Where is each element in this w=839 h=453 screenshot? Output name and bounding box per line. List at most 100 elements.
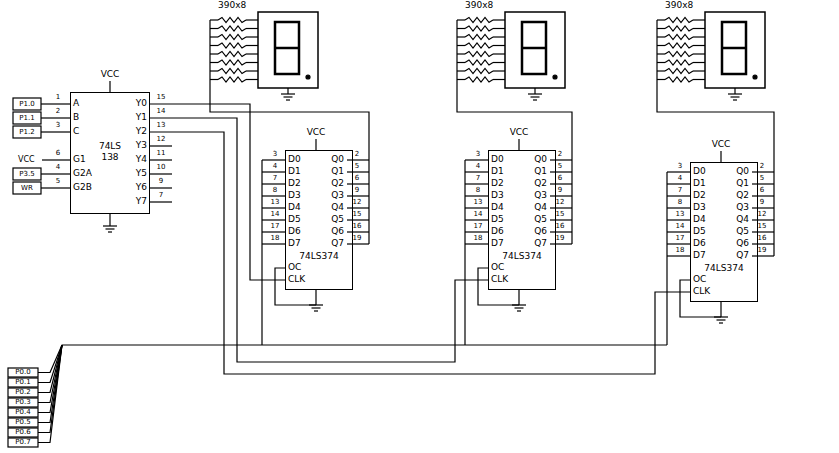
pin-number: 9 bbox=[760, 199, 764, 206]
pin-name: D5 bbox=[693, 227, 706, 236]
output-wire bbox=[752, 231, 774, 232]
output-wire bbox=[550, 207, 572, 208]
resistor-symbol bbox=[665, 35, 693, 40]
pin-name: G2A bbox=[73, 169, 92, 178]
segment-wire bbox=[210, 70, 218, 71]
ground-symbol bbox=[281, 93, 295, 94]
data-wire bbox=[465, 171, 488, 172]
segment-bus bbox=[210, 20, 369, 244]
data-wire bbox=[465, 159, 488, 160]
ground-symbol bbox=[714, 316, 728, 317]
segment-wire bbox=[693, 53, 705, 54]
segment-wire bbox=[693, 45, 705, 46]
pin-name: Q3 bbox=[534, 191, 547, 200]
signal-tag-box bbox=[13, 112, 41, 124]
resistor-symbol bbox=[665, 43, 693, 48]
pin-name: D2 bbox=[288, 179, 301, 188]
output-wire bbox=[347, 159, 369, 160]
pin-name: Q4 bbox=[331, 203, 344, 212]
signal-name: P3.5 bbox=[19, 171, 34, 178]
resistor-symbol bbox=[465, 26, 493, 31]
data-wire bbox=[38, 345, 62, 443]
segment-bus bbox=[457, 20, 572, 244]
segment-wire bbox=[493, 53, 505, 54]
ground-symbol bbox=[512, 304, 526, 305]
data-wire bbox=[667, 219, 690, 220]
chip-name: 74LS 138 bbox=[92, 141, 128, 163]
pin-name: D6 bbox=[288, 227, 301, 236]
data-wire bbox=[262, 207, 285, 208]
power-wire bbox=[518, 139, 519, 150]
clock-wire bbox=[150, 132, 690, 374]
pin-number: 13 bbox=[474, 199, 483, 206]
signal-name: P0.6 bbox=[15, 429, 30, 436]
oc-wire bbox=[478, 268, 519, 305]
segment-wire bbox=[657, 53, 665, 54]
pin-number: 19 bbox=[758, 247, 767, 254]
pin-number: 17 bbox=[474, 223, 483, 230]
data-wire bbox=[38, 345, 62, 433]
pin-number: 16 bbox=[556, 223, 565, 230]
pin-name: D0 bbox=[288, 155, 301, 164]
pin-number: 17 bbox=[271, 223, 280, 230]
resistor-symbol bbox=[218, 77, 246, 82]
resistor-value: 390x8 bbox=[465, 1, 493, 10]
pin-name: Q2 bbox=[736, 191, 749, 200]
segment-wire bbox=[210, 79, 218, 80]
power-wire bbox=[109, 81, 110, 92]
resistor-symbol bbox=[218, 43, 246, 48]
input-wire bbox=[41, 187, 70, 188]
segment-middle bbox=[722, 47, 746, 50]
output-wire bbox=[752, 207, 774, 208]
pin-name: D3 bbox=[693, 203, 706, 212]
signal-name: P0.3 bbox=[15, 399, 30, 406]
segment-wire bbox=[457, 53, 465, 54]
pin-number: 9 bbox=[558, 187, 562, 194]
ground-wire bbox=[534, 88, 535, 94]
segment-wire bbox=[657, 19, 665, 20]
pin-name: D6 bbox=[693, 239, 706, 248]
pin-number: 2 bbox=[760, 163, 764, 170]
data-wire bbox=[667, 183, 690, 184]
pin-name: D0 bbox=[491, 155, 504, 164]
decimal-point bbox=[553, 75, 557, 79]
pin-name: G2B bbox=[73, 183, 92, 192]
signal-tag-box bbox=[13, 182, 41, 194]
power-label: VCC bbox=[510, 128, 529, 137]
pin-number: 5 bbox=[355, 163, 359, 170]
signal-tag-box bbox=[8, 398, 38, 407]
pin-name: Q1 bbox=[534, 167, 547, 176]
signal-tag-box bbox=[8, 428, 38, 437]
segment-wire bbox=[457, 79, 465, 80]
pin-number: 10 bbox=[157, 164, 166, 171]
output-wire bbox=[550, 219, 572, 220]
data-wire bbox=[262, 171, 285, 172]
pin-name: D6 bbox=[491, 227, 504, 236]
data-wire bbox=[667, 171, 690, 172]
signal-name: P0.7 bbox=[15, 439, 30, 446]
pin-number: 18 bbox=[474, 235, 483, 242]
output-wire bbox=[550, 159, 572, 160]
ground-symbol bbox=[531, 96, 540, 97]
output-wire bbox=[347, 231, 369, 232]
ground-symbol bbox=[309, 304, 323, 305]
ground-wire bbox=[734, 88, 735, 94]
pin-name: Q7 bbox=[331, 239, 344, 248]
segment-wire bbox=[693, 36, 705, 37]
pin-number: 9 bbox=[355, 187, 359, 194]
segment-wire bbox=[210, 53, 218, 54]
resistor-symbol bbox=[218, 60, 246, 65]
data-bus bbox=[62, 344, 667, 345]
pin-name: Y2 bbox=[136, 127, 147, 136]
pin-name: Q6 bbox=[331, 227, 344, 236]
power-label: VCC bbox=[101, 70, 120, 79]
pin-number: 3 bbox=[476, 151, 480, 158]
signal-name: P1.0 bbox=[19, 101, 34, 108]
data-wire bbox=[667, 207, 690, 208]
ground-wire bbox=[287, 88, 288, 94]
pin-name: G1 bbox=[73, 155, 86, 164]
decoder-chip: 74LS 138 bbox=[70, 92, 150, 214]
clock-wire bbox=[150, 104, 285, 280]
